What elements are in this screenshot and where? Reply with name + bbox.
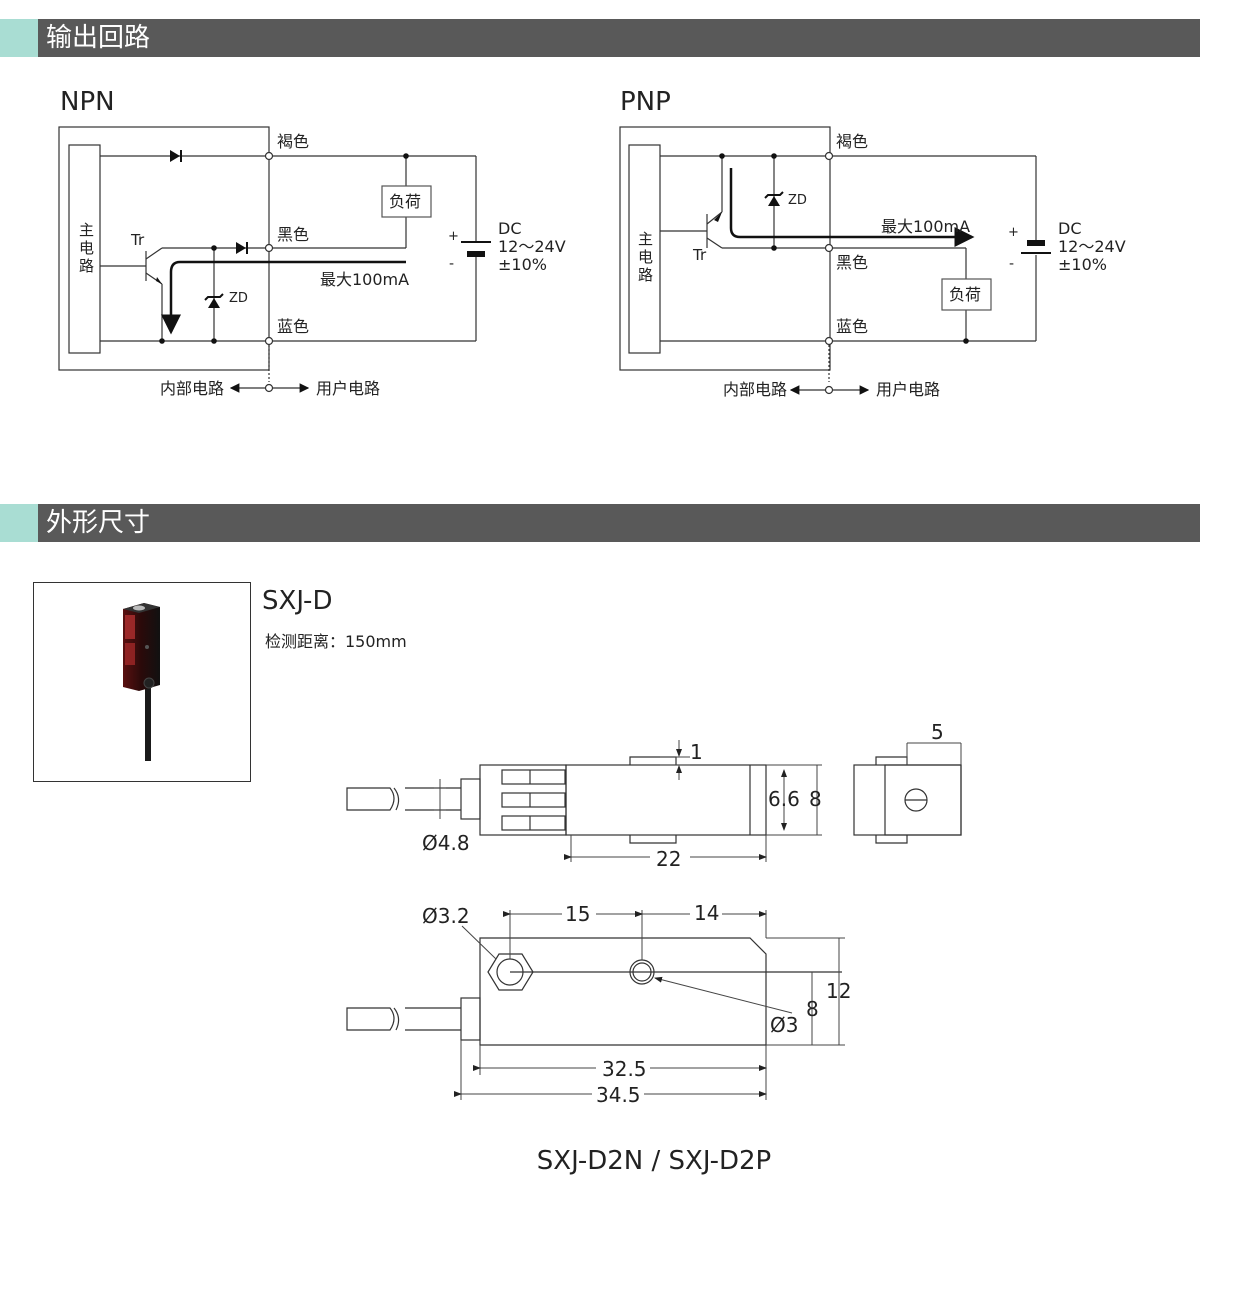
pnp-plus: + — [1008, 225, 1019, 240]
dim-8-bottom: 8 — [806, 997, 819, 1021]
dimension-drawings: 1 5 6.6 8 Ø4.8 22 — [346, 720, 962, 1107]
npn-zd-label: ZD — [229, 291, 248, 306]
model-caption: SXJ-D2N / SXJ-D2P — [536, 1146, 772, 1176]
section-header-dimensions: 外形尺寸 — [0, 504, 1200, 542]
npn-blue-label: 蓝色 — [277, 317, 309, 336]
npn-voltage: 12～24V — [498, 237, 566, 256]
dim-4-8: Ø4.8 — [422, 831, 470, 855]
npn-load-box — [381, 185, 432, 218]
detection-distance: 检测距离：150mm — [265, 632, 407, 651]
pnp-black-label: 黑色 — [836, 253, 868, 272]
npn-brown-label: 褐色 — [277, 132, 309, 151]
npn-max-current: 最大100mA — [320, 270, 409, 289]
header-accent — [0, 19, 38, 57]
npn-main-circuit-3: 路 — [79, 257, 94, 275]
section-title-dimensions: 外形尺寸 — [46, 508, 151, 538]
pnp-main-circuit-2: 电 — [638, 248, 653, 266]
pnp-minus: - — [1009, 256, 1014, 272]
product-photo — [33, 582, 251, 782]
pnp-tolerance: ±10% — [1058, 255, 1107, 274]
pnp-main-circuit-1: 主 — [638, 230, 653, 248]
pnp-main-circuit-box — [628, 144, 661, 354]
pnp-max-current: 最大100mA — [881, 217, 970, 236]
pnp-tr-label: Tr — [692, 246, 707, 264]
sensor-image — [123, 603, 160, 761]
npn-load-label: 负荷 — [389, 192, 421, 211]
dim-14: 14 — [694, 901, 719, 925]
pnp-title: PNP — [620, 87, 671, 117]
pnp-zd-label: ZD — [788, 193, 807, 208]
npn-tr-label: Tr — [130, 231, 145, 249]
npn-main-circuit-1: 主 — [79, 221, 94, 239]
pnp-load-box — [941, 278, 992, 311]
dim-22: 22 — [656, 847, 681, 871]
product-model: SXJ-D — [262, 586, 333, 616]
npn-black-label: 黑色 — [277, 225, 309, 244]
section-title-output: 输出回路 — [46, 23, 151, 53]
npn-main-circuit-box — [68, 144, 101, 354]
npn-tolerance: ±10% — [498, 255, 547, 274]
output-circuit-diagrams: NPN 主 电 路 — [58, 87, 1126, 399]
dim-5: 5 — [931, 720, 944, 744]
pnp-dc: DC — [1058, 219, 1082, 238]
header-accent — [0, 504, 38, 542]
pnp-voltage: 12～24V — [1058, 237, 1126, 256]
dim-34-5: 34.5 — [596, 1083, 641, 1107]
dim-8-side: 8 — [809, 787, 822, 811]
pnp-brown-label: 褐色 — [836, 132, 868, 151]
section-header-output: 输出回路 — [0, 19, 1200, 57]
dim-32-5: 32.5 — [602, 1057, 647, 1081]
npn-internal-label: 内部电路 — [160, 379, 224, 398]
npn-dc: DC — [498, 219, 522, 238]
npn-plus: + — [448, 229, 459, 244]
dim-12: 12 — [826, 979, 851, 1003]
pnp-main-circuit-3: 路 — [638, 266, 653, 284]
npn-main-circuit-2: 电 — [79, 239, 94, 257]
npn-minus: - — [449, 256, 454, 272]
dim-3-2: Ø3.2 — [422, 904, 470, 928]
npn-circuit: NPN 主 电 路 — [58, 87, 566, 398]
npn-user-label: 用户电路 — [316, 379, 380, 398]
pnp-blue-label: 蓝色 — [836, 317, 868, 336]
pnp-circuit: PNP 主 电 路 — [619, 87, 1126, 399]
dim-15: 15 — [565, 902, 590, 926]
pnp-internal-label: 内部电路 — [723, 380, 787, 399]
npn-title: NPN — [60, 87, 115, 117]
dim-3: Ø3 — [770, 1013, 798, 1037]
dim-6-6: 6.6 — [768, 787, 800, 811]
dim-1: 1 — [690, 740, 703, 764]
pnp-load-label: 负荷 — [949, 285, 981, 304]
pnp-user-label: 用户电路 — [876, 380, 940, 399]
